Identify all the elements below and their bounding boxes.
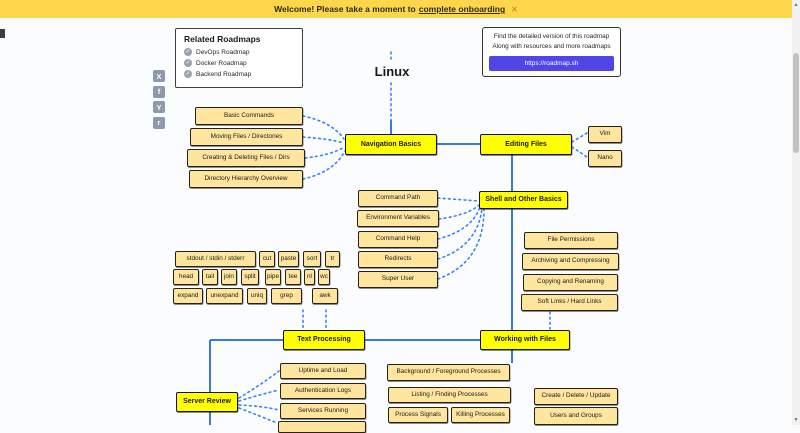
node-super-user[interactable]: Super User: [358, 271, 438, 288]
x-icon[interactable]: X: [153, 70, 165, 82]
reddit-icon[interactable]: r: [153, 116, 165, 129]
onboarding-banner: Welcome! Please take a moment to complet…: [0, 0, 792, 18]
node-background-foreground-processes[interactable]: Background / Foreground Processes: [387, 364, 510, 381]
node-awk[interactable]: awk: [312, 288, 338, 304]
node-working-with-files[interactable]: Working with Files: [480, 330, 570, 350]
node-stdout-stdin-stderr[interactable]: stdout / stdin / stderr: [175, 251, 256, 267]
node-head[interactable]: head: [173, 269, 199, 285]
node-command-path[interactable]: Command Path: [358, 190, 438, 207]
vertical-scrollbar[interactable]: ▲ ▼: [792, 0, 800, 425]
node-moving-files-directories[interactable]: Moving Files / Directories: [190, 128, 303, 146]
node-server-review[interactable]: Server Review: [176, 392, 238, 412]
related-roadmaps-title: Related Roadmaps: [184, 34, 261, 44]
node-tee[interactable]: tee: [285, 269, 301, 285]
related-roadmap-item[interactable]: ✓ Docker Roadmap: [184, 59, 294, 67]
connector-lines: [209, 51, 588, 425]
node-unexpand[interactable]: unexpand: [206, 288, 243, 304]
complete-onboarding-link[interactable]: complete onboarding: [418, 4, 506, 14]
node-process-signals[interactable]: Process Signals: [388, 407, 448, 423]
node-tail[interactable]: tail: [202, 269, 218, 285]
node-pipe[interactable]: pipe: [265, 269, 281, 285]
node-cut[interactable]: cut: [259, 251, 275, 267]
related-roadmaps-panel: Related Roadmaps ✓ DevOps Roadmap ✓ Docker …: [175, 28, 303, 88]
node-tr[interactable]: tr: [325, 251, 340, 267]
left-edge-mark: [0, 29, 5, 38]
check-icon: ✓: [184, 48, 192, 56]
check-icon: ✓: [184, 70, 192, 78]
related-roadmap-item[interactable]: ✓ Backend Roadmap: [184, 70, 294, 78]
node-command-help[interactable]: Command Help: [358, 231, 438, 248]
scroll-up-icon[interactable]: ▲: [793, 2, 799, 8]
node-killing-processes[interactable]: Killing Processes: [451, 407, 510, 423]
related-roadmap-label: Docker Roadmap: [196, 59, 247, 67]
node-directory-hierarchy-overview[interactable]: Directory Hierarchy Overview: [189, 170, 303, 188]
page-title: Linux: [374, 64, 410, 79]
node-nl[interactable]: nl: [304, 269, 315, 285]
node-file-permissions[interactable]: File Permissions: [524, 232, 618, 249]
node-users-and-groups[interactable]: Users and Groups: [534, 407, 618, 425]
node-listing-finding-processes[interactable]: Listing / Finding Processes: [388, 387, 511, 403]
banner-close-icon[interactable]: ✕: [511, 4, 518, 14]
node-text-processing[interactable]: Text Processing: [283, 330, 365, 350]
scrollbar-thumb[interactable]: [793, 53, 799, 153]
info-line-2: Along with resources and more roadmaps: [492, 42, 611, 50]
scroll-down-icon[interactable]: ▼: [793, 417, 799, 423]
hackernews-icon[interactable]: Y: [153, 101, 165, 113]
node-nano[interactable]: Nano: [588, 150, 622, 167]
node-environment-variables[interactable]: Environment Variables: [357, 210, 439, 227]
node-editing-files[interactable]: Editing Files: [480, 134, 572, 155]
node-split[interactable]: split: [241, 269, 259, 285]
related-roadmap-label: Backend Roadmap: [196, 70, 252, 78]
node-sort[interactable]: sort: [303, 251, 321, 267]
node-create-delete-update[interactable]: Create / Delete / Update: [534, 388, 618, 405]
node-basic-commands[interactable]: Basic Commands: [195, 107, 303, 125]
node-join[interactable]: join: [221, 269, 237, 285]
detailed-roadmap-box: Find the detailed version of this roadma…: [482, 27, 621, 77]
node-cutoff-node[interactable]: [278, 421, 366, 433]
node-authentication-logs[interactable]: Authentication Logs: [280, 383, 366, 399]
node-uptime-and-load[interactable]: Uptime and Load: [280, 363, 366, 379]
node-navigation-basics[interactable]: Navigation Basics: [345, 134, 437, 155]
banner-text: Welcome! Please take a moment to: [274, 4, 416, 14]
related-roadmap-item[interactable]: ✓ DevOps Roadmap: [184, 48, 294, 56]
facebook-icon[interactable]: f: [153, 85, 165, 98]
node-archiving-and-compressing[interactable]: Archiving and Compressing: [522, 253, 619, 270]
node-redirects[interactable]: Redirects: [358, 251, 438, 268]
check-icon: ✓: [184, 59, 192, 67]
node-uniq[interactable]: uniq: [247, 288, 267, 304]
node-creating-deleting-files-dirs[interactable]: Creating & Deleting Files / Dirs: [187, 149, 305, 167]
node-vim[interactable]: Vim: [588, 126, 622, 143]
related-roadmap-label: DevOps Roadmap: [196, 48, 250, 56]
info-line-1: Find the detailed version of this roadma…: [493, 33, 610, 40]
roadmap-sh-link-button[interactable]: https://roadmap.sh: [489, 55, 614, 71]
node-grep[interactable]: grep: [271, 288, 302, 304]
node-wc[interactable]: wc: [318, 269, 330, 285]
node-copying-and-renaming[interactable]: Copying and Renaming: [523, 274, 618, 291]
node-paste[interactable]: paste: [278, 251, 299, 267]
node-soft-links-hard-links[interactable]: Soft Links / Hard Links: [521, 294, 618, 311]
node-expand[interactable]: expand: [173, 288, 203, 304]
node-services-running[interactable]: Services Running: [280, 403, 366, 419]
node-shell-and-other-basics[interactable]: Shell and Other Basics: [479, 191, 568, 209]
